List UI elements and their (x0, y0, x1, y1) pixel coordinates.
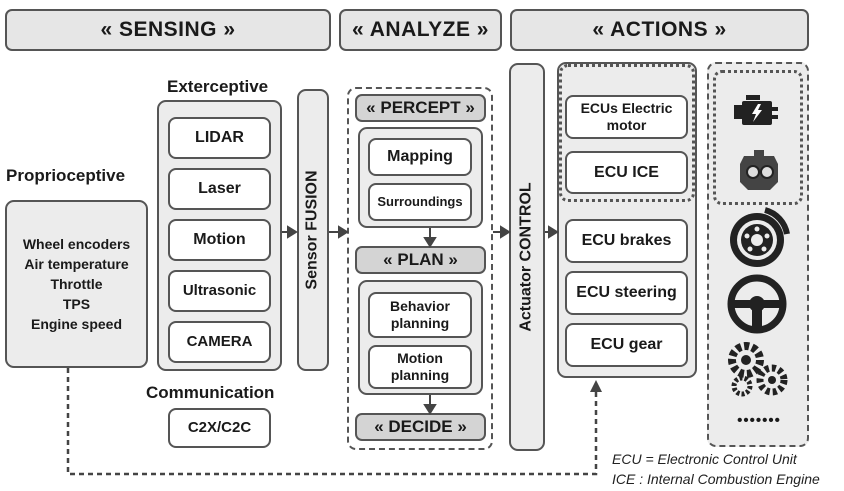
proprioceptive-panel: Wheel encoders Air temperature Throttle … (5, 200, 148, 368)
sensor-fusion-block: Sensor FUSION (297, 89, 329, 371)
communication-title: Communication (146, 383, 275, 402)
plan-motion: Motion planning (368, 345, 472, 389)
decide-tag: « DECIDE » (355, 413, 486, 441)
proprioceptive-item: Engine speed (30, 316, 123, 332)
proprioceptive-title: Proprioceptive (6, 166, 126, 185)
feedback-arrowhead (590, 380, 602, 392)
brake-disc-icon (730, 207, 790, 267)
ecu-gear: ECU gear (565, 323, 688, 367)
sensor-laser: Laser (168, 168, 271, 210)
plan-tag: « PLAN » (355, 246, 486, 274)
actuator-control-block: Actuator CONTROL (509, 63, 545, 451)
more-actuators-dots: ••••••• (737, 412, 781, 429)
feedback-loop (66, 368, 598, 476)
steering-wheel-icon (727, 274, 787, 334)
plan-behavior: Behavior planning (368, 292, 472, 338)
sensing-header: « SENSING » (5, 9, 331, 51)
communication-c2x: C2X/C2C (168, 408, 271, 448)
ecu-steering: ECU steering (565, 271, 688, 315)
ecu-electric-motor: ECUs Electric motor (565, 95, 688, 139)
proprioceptive-item: Throttle (50, 276, 103, 292)
sensor-ultrasonic: Ultrasonic (168, 270, 271, 312)
gears-icon (728, 342, 788, 397)
actions-header: « ACTIONS » (510, 9, 809, 51)
engine-block-icon (740, 150, 778, 190)
sensor-motion: Motion (168, 219, 271, 261)
legend-ice: ICE : Internal Combustion Engine (612, 471, 820, 487)
sensor-camera: CAMERA (168, 321, 271, 363)
engine-warning-icon (734, 95, 778, 125)
proprioceptive-item: Wheel encoders (22, 236, 131, 252)
power-icons-group (713, 70, 803, 205)
analyze-container (347, 87, 493, 450)
percept-surroundings: Surroundings (368, 183, 472, 221)
percept-tag: « PERCEPT » (355, 94, 486, 122)
legend-ecu: ECU = Electronic Control Unit (612, 451, 797, 467)
ecu-brakes: ECU brakes (565, 219, 688, 263)
proprioceptive-item: Air temperature (24, 256, 129, 272)
analyze-header: « ANALYZE » (339, 9, 502, 51)
sensor-lidar: LIDAR (168, 117, 271, 159)
ecu-ice: ECU ICE (565, 151, 688, 194)
exteroceptive-title: Exterceptive (167, 77, 269, 96)
connectors (282, 225, 559, 415)
proprioceptive-item: TPS (62, 296, 91, 312)
percept-mapping: Mapping (368, 138, 472, 176)
